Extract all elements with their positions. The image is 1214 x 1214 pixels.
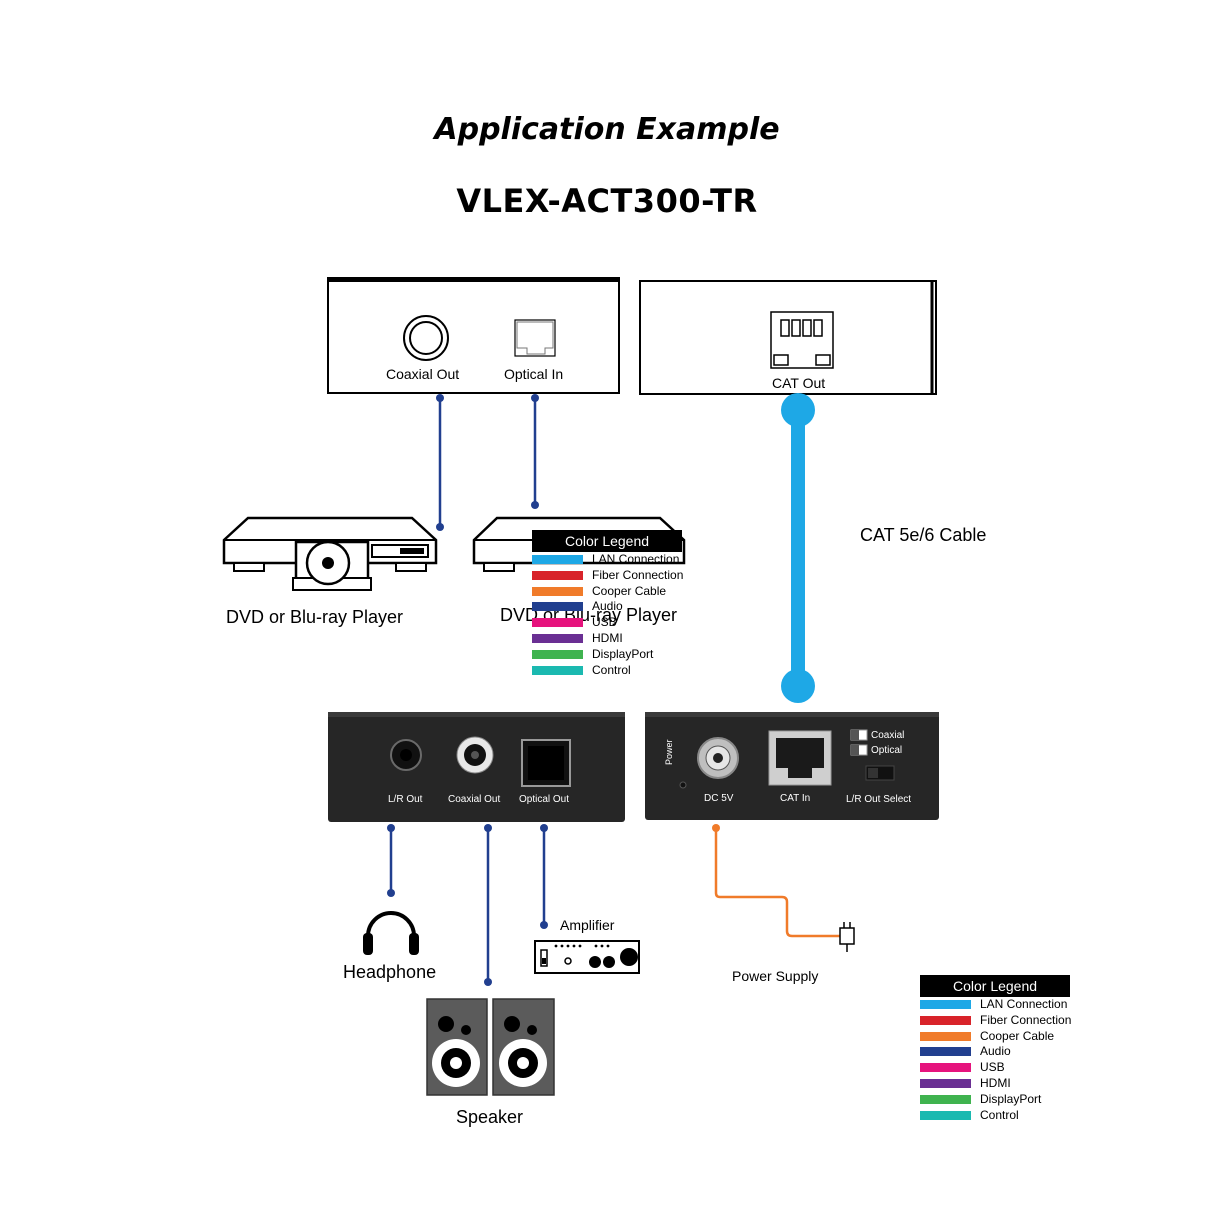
receiver-left-device xyxy=(328,712,625,822)
legend-label: USB xyxy=(592,615,617,630)
cat-in-label: CAT In xyxy=(780,793,811,804)
cat-port-icon xyxy=(770,311,834,369)
player-label: DVD or Blu-ray Player xyxy=(226,607,404,627)
legend-swatch xyxy=(920,1000,971,1009)
cable-label: CAT 5e/6 Cable xyxy=(860,525,987,545)
legend-item: HDMI xyxy=(532,631,682,647)
legend-item: USB xyxy=(920,1060,1070,1076)
legend-swatch xyxy=(920,1094,971,1104)
speaker-icon xyxy=(492,998,555,1096)
page-title: Application Example xyxy=(434,112,780,147)
audio-cables-top xyxy=(436,394,539,531)
audio-cables-bottom xyxy=(387,824,548,986)
legend-label: HDMI xyxy=(980,1075,1011,1090)
legend-item: Control xyxy=(920,1108,1070,1124)
power-cable xyxy=(712,824,840,938)
receiver-right-device xyxy=(645,712,939,820)
legend-swatch xyxy=(532,618,583,628)
coaxial-out-label: Coaxial Out xyxy=(386,366,460,382)
lan-cable xyxy=(781,393,815,703)
lr-select-label: L/R Out Select xyxy=(846,794,912,805)
transmitter-device xyxy=(639,280,937,395)
legend-label: HDMI xyxy=(592,630,623,645)
power-supply-label: Power Supply xyxy=(732,968,819,984)
legend-item: Audio xyxy=(920,1044,1070,1060)
speaker-icon xyxy=(426,998,488,1096)
legend-swatch xyxy=(920,1110,971,1120)
amplifier-label: Amplifier xyxy=(560,917,615,933)
legend-label: Fiber Connection xyxy=(592,567,684,582)
legend-swatch xyxy=(532,570,583,580)
optical-in-label: Optical In xyxy=(504,366,564,382)
power-plug-icon xyxy=(839,922,855,952)
legend-swatch xyxy=(532,665,583,675)
legend-swatch xyxy=(532,602,583,612)
headphone-label: Headphone xyxy=(343,962,437,982)
legend-label: Cooper Cable xyxy=(592,583,667,598)
legend-label: DisplayPort xyxy=(980,1091,1042,1106)
coaxial-out-label: Coaxial Out xyxy=(448,794,501,805)
legend-item: Cooper Cable xyxy=(532,584,682,600)
legend-label: LAN Connection xyxy=(980,997,1068,1011)
legend-swatch xyxy=(920,1063,971,1073)
legend-swatch xyxy=(532,586,583,596)
legend-item: DisplayPort xyxy=(532,647,682,663)
legend-swatch xyxy=(532,649,583,659)
legend-label: Fiber Connection xyxy=(980,1012,1072,1027)
legend-item: Fiber Connection xyxy=(920,1012,1072,1029)
legend-label: LAN Connection xyxy=(592,552,680,566)
legend-item: Fiber Connection xyxy=(532,567,684,584)
cat-out-label: CAT Out xyxy=(772,375,826,391)
lr-out-label: L/R Out xyxy=(388,794,423,805)
legend-item: LAN Connection xyxy=(920,997,1070,1013)
amplifier-icon xyxy=(534,940,640,974)
legend-item: Cooper Cable xyxy=(920,1029,1070,1045)
switch-option-coaxial: Coaxial xyxy=(871,730,905,741)
legend-item: LAN Connection xyxy=(532,552,682,568)
legend-label: Audio xyxy=(980,1044,1011,1059)
switch-option-optical: Optical xyxy=(871,745,903,756)
speaker-label: Speaker xyxy=(456,1107,524,1127)
legend-item: Audio xyxy=(532,599,682,615)
legend-item: USB xyxy=(532,615,682,631)
legend-title: Color Legend xyxy=(532,530,682,552)
legend-swatch xyxy=(920,1078,971,1088)
legend-title: Color Legend xyxy=(920,975,1070,997)
optical-out-label: Optical Out xyxy=(519,794,570,805)
headphone-icon xyxy=(363,911,419,955)
source-device xyxy=(327,277,620,394)
model-title: VLEX-ACT300-TR xyxy=(456,182,758,220)
legend-swatch xyxy=(532,555,583,564)
coaxial-port-icon xyxy=(403,315,449,361)
legend-label: Control xyxy=(592,662,631,677)
dc-5v-label: DC 5V xyxy=(704,793,734,804)
legend-label: Cooper Cable xyxy=(980,1028,1055,1043)
legend-swatch xyxy=(920,1015,971,1025)
legend-label: Control xyxy=(980,1107,1019,1122)
legend-swatch xyxy=(920,1047,971,1057)
legend-label: USB xyxy=(980,1060,1005,1075)
legend-swatch xyxy=(920,1031,971,1041)
legend-label: Audio xyxy=(592,599,623,614)
legend-label: DisplayPort xyxy=(592,646,654,661)
power-led-label: Power xyxy=(664,739,674,765)
legend-swatch xyxy=(532,633,583,643)
legend-item: HDMI xyxy=(920,1076,1070,1092)
legend-item: Control xyxy=(532,663,682,679)
optical-port-icon xyxy=(514,319,556,357)
legend-item: DisplayPort xyxy=(920,1092,1070,1108)
dvd-player-icon xyxy=(222,516,438,591)
